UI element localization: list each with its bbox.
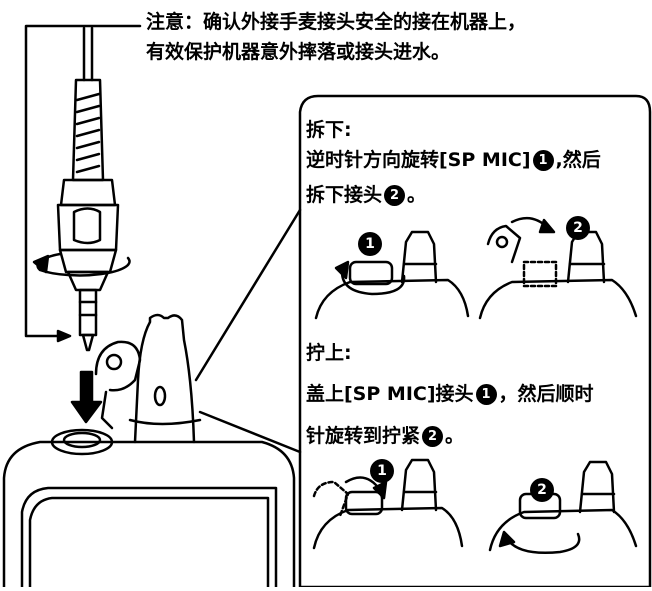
- attach-text-c: 针旋转到拧紧: [306, 425, 421, 447]
- remove-step-1-badge: 1: [358, 232, 382, 256]
- note-callout-line: [24, 24, 142, 343]
- remove-step1-drawing: [314, 230, 470, 320]
- attach-step2-drawing: [488, 460, 638, 554]
- remove-text-a: 逆时针方向旋转[SP MIC]: [306, 149, 531, 171]
- attach-text-b: ，然后顺时: [498, 383, 594, 405]
- panel-pointer-lines: [194, 208, 302, 454]
- remove-text-c: 拆下接头: [306, 184, 383, 206]
- mic-plug-drawing: [56, 26, 120, 352]
- remove-step-2-badge: 2: [566, 216, 590, 240]
- attach-step-2-badge: 2: [530, 478, 554, 502]
- note-line-1: 注意：确认外接手麦接头安全的接在机器上，: [146, 11, 527, 33]
- remove-heading: 拆下:: [306, 119, 352, 141]
- insert-down-arrow-icon: [70, 370, 103, 424]
- attach-heading: 拧上:: [306, 342, 352, 364]
- attach-text-d: 。: [445, 425, 465, 447]
- radio-body-drawing: [2, 313, 296, 589]
- attach-text-a: 盖上[SP MIC]接头: [306, 383, 474, 405]
- attach-step1-drawing: [312, 458, 464, 550]
- attach-step-1-badge: 1: [370, 459, 394, 483]
- remove-step2-drawing: [478, 216, 638, 320]
- remove-text-d: 。: [407, 184, 427, 206]
- note-line-2: 有效保护机器意外摔落或接头进水。: [146, 41, 451, 63]
- step-one-marker: 1: [532, 150, 554, 171]
- remove-text-b: ,然后: [555, 149, 601, 171]
- step-two-marker: 2: [422, 426, 444, 447]
- rotate-arrow-icon: [32, 252, 131, 277]
- instruction-panel: [298, 94, 652, 589]
- remove-instruction-line-1: 逆时针方向旋转[SP MIC]1,然后: [306, 148, 601, 172]
- step-one-marker: 1: [475, 384, 497, 405]
- step-two-marker: 2: [384, 185, 406, 206]
